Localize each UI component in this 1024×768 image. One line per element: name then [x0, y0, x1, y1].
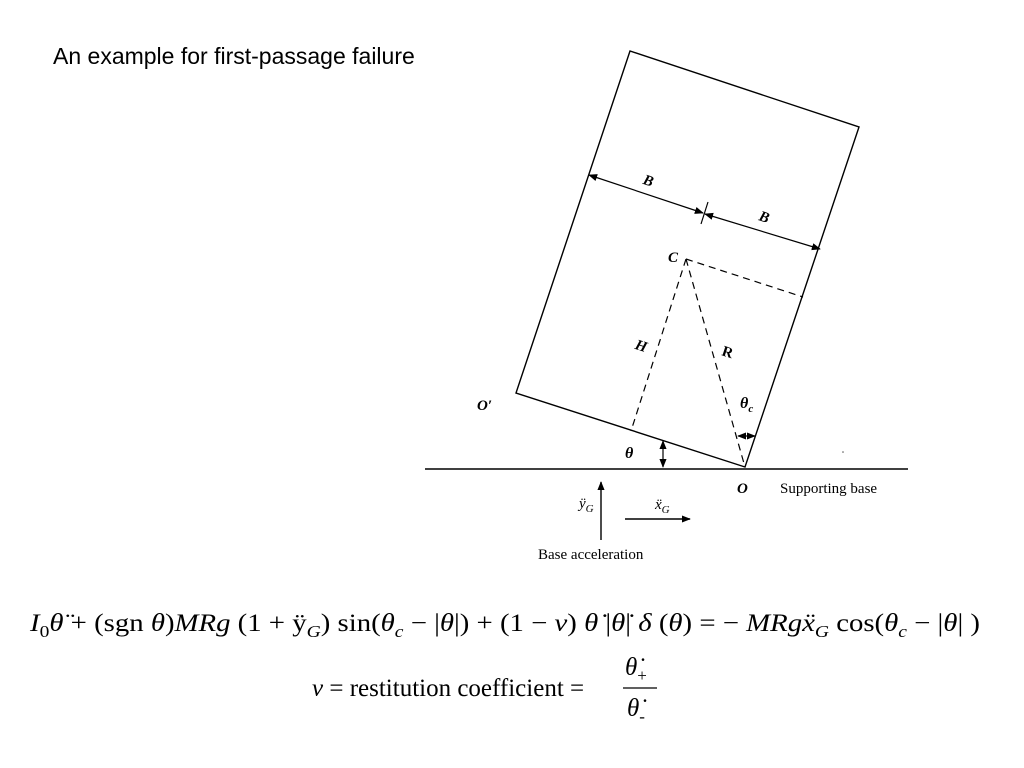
label-B-left: B	[640, 172, 655, 191]
label-R: R	[720, 344, 735, 363]
speck	[842, 451, 844, 453]
label-ydd-G-sub: G	[586, 503, 594, 515]
label-theta-c-sub: c	[748, 403, 753, 415]
dashed-R-line	[685, 258, 746, 468]
label-O-prime: O′	[477, 398, 492, 414]
label-theta: θ	[625, 445, 634, 462]
label-ydd-G-symbol: ÿ	[577, 496, 586, 512]
label-C: C	[668, 250, 679, 266]
rigid-block	[515, 50, 860, 468]
label-xdd-G-symbol: ẍ	[654, 497, 662, 513]
dashed-C-right-line	[685, 258, 804, 298]
label-H: H	[632, 337, 650, 357]
label-theta-c: θc	[740, 395, 753, 415]
label-theta-c-symbol: θ	[740, 395, 749, 412]
label-O: O	[737, 481, 748, 497]
label-xdd-G-sub: G	[662, 504, 670, 516]
dimension-center-tick	[700, 201, 709, 225]
label-B-right: B	[756, 208, 771, 227]
dashed-H-line	[630, 258, 687, 432]
label-ydd-G: ÿG	[577, 496, 594, 515]
slide-title: An example for first-passage failure	[53, 43, 415, 69]
dimension-B-right	[704, 212, 821, 251]
dimension-B-left	[588, 174, 704, 214]
label-xdd-G: ẍG	[654, 497, 670, 516]
label-base-acceleration: Base acceleration	[538, 547, 644, 563]
label-supporting-base: Supporting base	[780, 481, 877, 497]
